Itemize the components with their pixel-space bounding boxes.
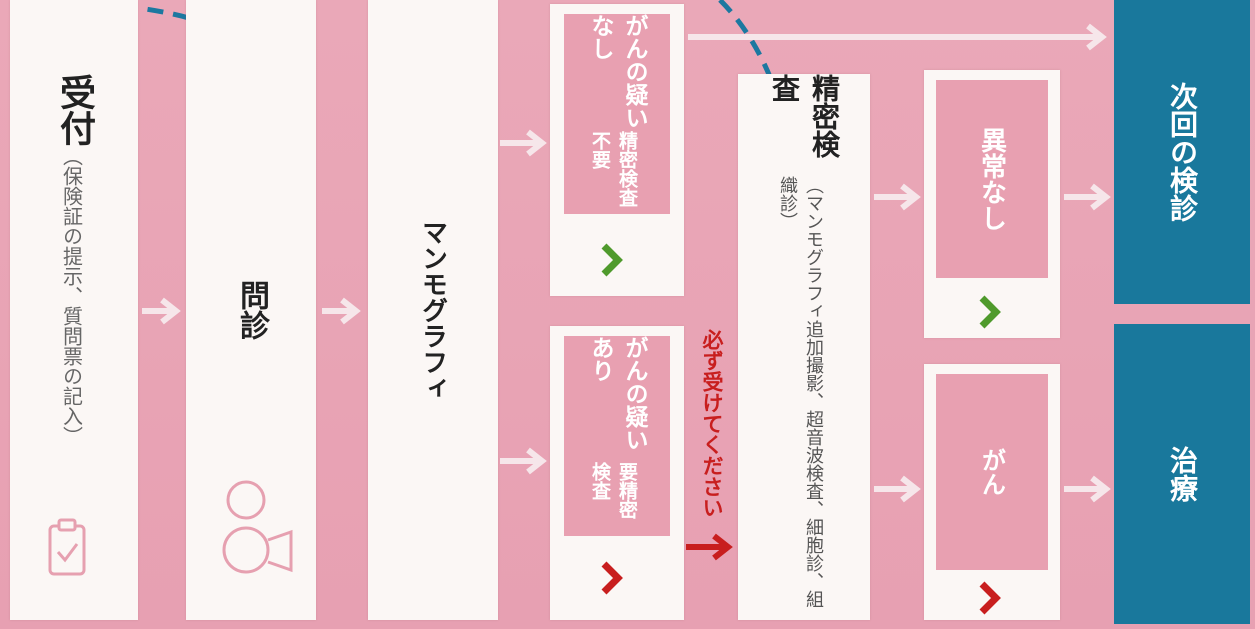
next-checkup-box: 次回の検診 xyxy=(1114,0,1250,304)
cancer-box: がん xyxy=(936,374,1048,570)
not-suspected-box: がんの疑いなし 精密検査不要 xyxy=(564,14,670,214)
suspected-panel: がんの疑いあり 要精密検査 xyxy=(550,326,684,620)
cancer-panel: がん xyxy=(924,364,1060,620)
suspected-text: がんの疑いあり 要精密検査 xyxy=(564,336,670,536)
cancer-label: がん xyxy=(977,448,1006,496)
clipboard-icon xyxy=(48,518,86,576)
arrow-right-icon xyxy=(686,533,733,561)
mammography-text: マンモグラフィ xyxy=(368,210,498,410)
no-abnormality-text: 異常なし xyxy=(936,80,1048,278)
interview-text: 問診 xyxy=(186,250,316,370)
no-abnormality-box: 異常なし xyxy=(936,80,1048,278)
interview-title: 問診 xyxy=(234,280,269,340)
arrow-right-icon xyxy=(874,475,921,503)
arrow-right-icon xyxy=(322,297,361,325)
suspected-line2: 要精密検査 xyxy=(589,461,638,519)
reception-text: 受付 （保険証の提示、質問票の記入） xyxy=(10,40,138,480)
not-suspected-text: がんの疑いなし 精密検査不要 xyxy=(564,14,670,214)
detailed-exam-panel: 精密検査 （マンモグラフィ追加撮影、超音波検査、細胞診、組織診） xyxy=(738,74,870,620)
check-mark-icon xyxy=(979,581,1001,615)
arrow-right-icon xyxy=(500,447,547,475)
suspected-box: がんの疑いあり 要精密検査 xyxy=(564,336,670,536)
must-notice-text: 必ず受けてください xyxy=(700,328,724,518)
not-suspected-line1: がんの疑いなし xyxy=(587,14,647,129)
reception-panel: 受付 （保険証の提示、質問票の記入） xyxy=(10,0,138,620)
no-abnormality-label: 異常なし xyxy=(976,127,1007,231)
consultation-icon xyxy=(222,480,293,574)
detailed-exam-text: 精密検査 （マンモグラフィ追加撮影、超音波検査、細胞診、組織診） xyxy=(738,74,870,620)
detailed-exam-note: （マンモグラフィ追加撮影、超音波検査、細胞診、組織診） xyxy=(777,176,824,609)
treatment-text: 治療 xyxy=(1114,324,1250,624)
treatment-box: 治療 xyxy=(1114,324,1250,624)
must-notice: 必ず受けてください xyxy=(690,318,734,528)
arrow-right-icon xyxy=(874,183,921,211)
interview-panel: 問診 xyxy=(186,0,316,620)
check-mark-icon xyxy=(601,561,623,595)
detailed-exam-title: 精密検査 xyxy=(768,74,841,158)
check-mark-icon xyxy=(601,243,623,277)
arrow-right-icon xyxy=(1064,475,1111,503)
reception-note: （保険証の提示、質問票の記入） xyxy=(59,146,84,446)
not-suspected-line2: 精密検査不要 xyxy=(589,131,638,208)
check-mark-icon xyxy=(979,295,1001,329)
not-suspected-panel: がんの疑いなし 精密検査不要 xyxy=(550,4,684,296)
cancer-text: がん xyxy=(936,374,1048,570)
next-checkup-label: 次回の検診 xyxy=(1166,82,1199,222)
treatment-label: 治療 xyxy=(1166,446,1199,502)
mammography-panel: マンモグラフィ xyxy=(368,0,498,620)
arrow-right-icon xyxy=(142,297,181,325)
mammography-title: マンモグラフィ xyxy=(417,219,448,401)
no-abnormality-panel: 異常なし xyxy=(924,70,1060,338)
arrow-right-icon xyxy=(500,129,547,157)
reception-title: 受付 xyxy=(54,74,95,146)
suspected-line1: がんの疑いあり xyxy=(587,336,647,451)
next-checkup-text: 次回の検診 xyxy=(1114,0,1250,304)
arrow-right-icon xyxy=(688,23,1107,51)
arrow-right-icon xyxy=(1064,183,1111,211)
